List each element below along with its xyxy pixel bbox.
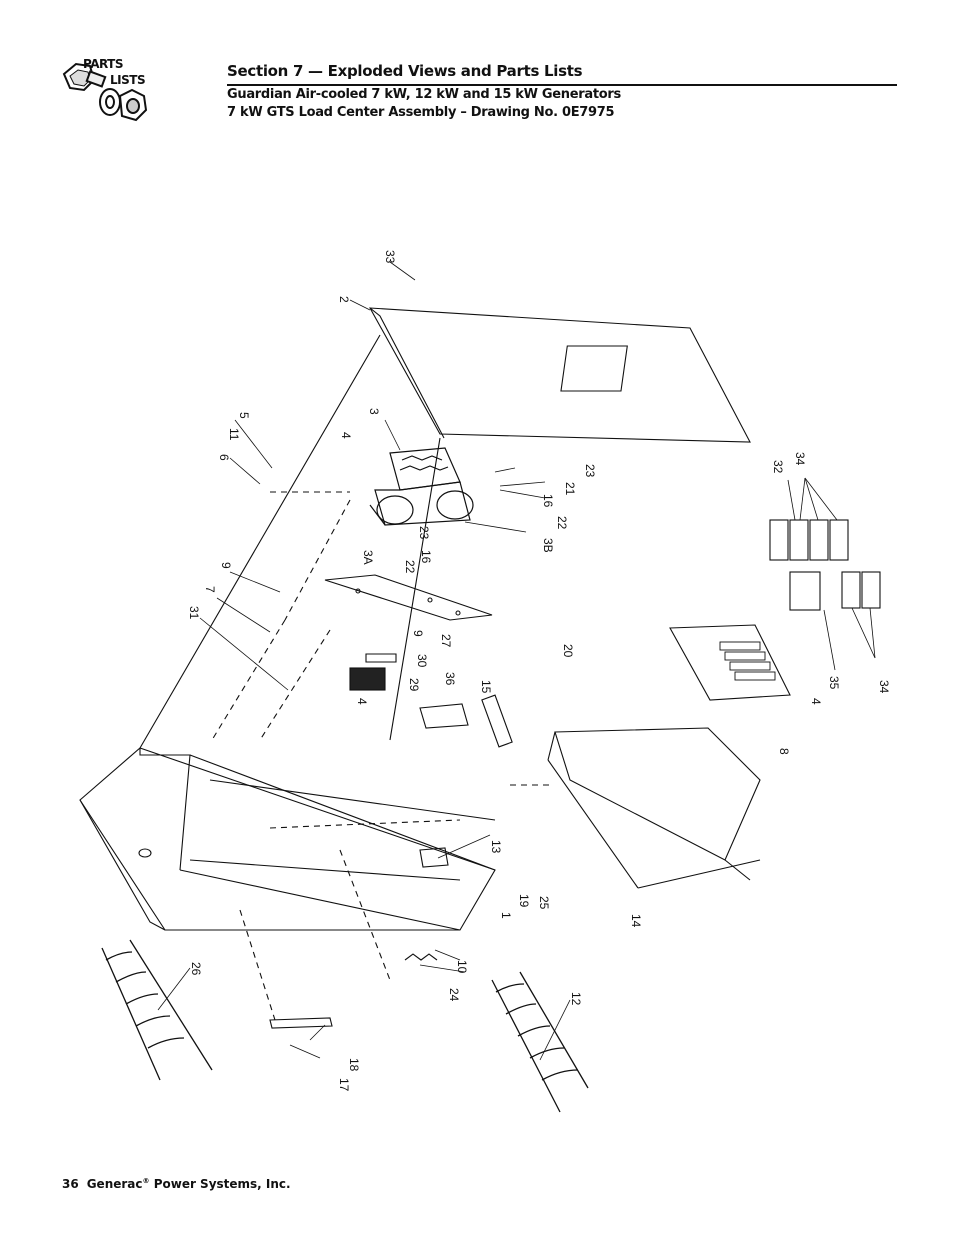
callout-32: 32	[771, 460, 785, 474]
callout-36: 36	[443, 672, 457, 686]
callout-11: 11	[227, 428, 241, 441]
callout-23b: 23	[583, 464, 597, 478]
logo-word-parts: PARTS	[83, 57, 124, 71]
title-rule	[227, 84, 897, 86]
callout-4b: 4	[355, 698, 369, 705]
callout-14: 14	[629, 914, 643, 928]
subtitle-line-2: 7 kW GTS Load Center Assembly – Drawing …	[227, 105, 615, 120]
callout-19: 19	[517, 894, 531, 908]
callout-16a: 16	[419, 550, 433, 564]
callout-4: 4	[339, 432, 353, 439]
terminal-block	[349, 667, 386, 691]
callout-16b: 16	[541, 494, 555, 508]
registered-mark: ®	[142, 1177, 150, 1185]
company-suffix: Power Systems, Inc.	[149, 1177, 291, 1191]
callout-15: 15	[479, 680, 493, 694]
callout-34b: 34	[877, 680, 891, 694]
callout-5: 5	[237, 412, 251, 419]
breakers	[769, 519, 881, 611]
callout-13: 13	[489, 840, 503, 854]
parts-lists-logo	[62, 62, 148, 122]
callout-9: 9	[219, 562, 233, 569]
callout-10: 10	[455, 960, 469, 974]
transfer-switch	[369, 447, 474, 526]
callout-12: 12	[569, 992, 583, 1006]
callout-29: 29	[407, 678, 421, 692]
callout-3: 3	[367, 408, 381, 415]
callout-23a: 23	[417, 526, 431, 540]
callout-labels: 33 2 3 4 5 11 6 9 7 31 3A 23 16 22 21 23…	[187, 250, 891, 1092]
breaker-panel	[669, 624, 791, 701]
callout-6: 6	[217, 454, 231, 461]
callout-30: 30	[415, 654, 429, 668]
callout-4c: 4	[809, 698, 823, 705]
company-name: Generac	[86, 1177, 143, 1191]
hex-nut-icon	[118, 88, 148, 122]
callout-17: 17	[337, 1078, 351, 1092]
callout-20: 20	[561, 644, 575, 658]
cover-window	[560, 345, 628, 392]
cover-panel	[369, 307, 751, 443]
exploded-view-drawing: 33 2 3 4 5 11 6 9 7 31 3A 23 16 22 21 23…	[40, 220, 920, 1120]
bracket-panel	[324, 574, 493, 621]
page-footer: 36 Generac® Power Systems, Inc.	[62, 1177, 291, 1191]
callout-3B: 3B	[541, 538, 555, 553]
enclosure-box	[79, 747, 496, 931]
callout-25: 25	[537, 896, 551, 910]
callout-2: 2	[337, 296, 351, 303]
callout-21: 21	[563, 482, 577, 496]
callout-3A: 3A	[361, 550, 375, 565]
callout-31: 31	[187, 606, 201, 620]
callout-18: 18	[347, 1058, 361, 1072]
exploded-view-svg: 33 2 3 4 5 11 6 9 7 31 3A 23 16 22 21 23…	[79, 250, 891, 1113]
page-number: 36	[62, 1177, 79, 1191]
callout-22a: 22	[403, 560, 417, 574]
washer-icon	[99, 88, 121, 116]
section-title: Section 7 — Exploded Views and Parts Lis…	[227, 62, 583, 80]
callout-26: 26	[189, 962, 203, 976]
conduit-left	[101, 939, 213, 1081]
inner-cover	[554, 727, 761, 861]
conduit-right	[491, 971, 589, 1113]
callout-7: 7	[203, 586, 217, 593]
callout-1: 1	[499, 912, 513, 919]
subtitle-line-1: Guardian Air-cooled 7 kW, 12 kW and 15 k…	[227, 87, 621, 102]
logo-word-lists: LISTS	[110, 73, 146, 87]
hex-bolt-icon	[62, 62, 107, 92]
callout-35: 35	[827, 676, 841, 690]
callout-9b: 9	[411, 630, 425, 637]
callout-34a: 34	[793, 452, 807, 466]
callout-22b: 22	[555, 516, 569, 530]
callout-27: 27	[439, 634, 453, 648]
callout-24: 24	[447, 988, 461, 1002]
callout-8: 8	[777, 748, 791, 755]
callout-33: 33	[383, 250, 397, 264]
